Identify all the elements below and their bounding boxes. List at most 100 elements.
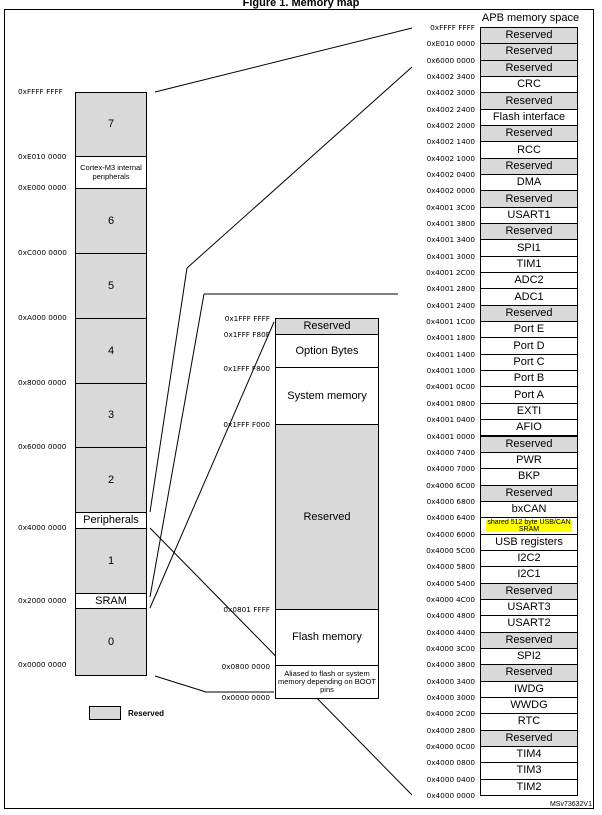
apb-region: BKP (480, 468, 578, 486)
apb-region: Reserved (480, 582, 578, 600)
apb-address: 0x4001 1000 (426, 366, 475, 376)
left-address: 0x0000 0000 (18, 660, 67, 669)
apb-address: 0x4001 3000 (426, 251, 475, 261)
apb-region: USART2 (480, 615, 578, 633)
apb-region: Port E (480, 321, 578, 339)
apb-address: 0x4000 4400 (426, 627, 475, 637)
apb-address: 0x4000 6000 (426, 529, 475, 539)
apb-region: WWDG (480, 696, 578, 715)
region-0: 0 (75, 608, 147, 676)
apb-address: 0x4002 2400 (426, 104, 475, 114)
apb-address: 0x4000 7000 (426, 464, 475, 474)
middle-address: 0x0801 FFFF (223, 605, 270, 614)
apb-region: Reserved (480, 59, 578, 77)
region-flash-memory: Flash memory (275, 609, 379, 666)
region-aliased: Aliased to flash or system memory depend… (275, 665, 379, 699)
middle-address: 0x1FFF FFFF (224, 314, 270, 323)
apb-region: USB registers (480, 533, 578, 551)
apb-region: CRC (480, 76, 578, 94)
apb-address: 0x4000 2C00 (426, 709, 475, 719)
left-address: 0x6000 0000 (18, 442, 67, 451)
apb-region: SPI1 (480, 239, 578, 257)
apb-address: 0x4000 3400 (426, 676, 475, 686)
apb-address: 0xE010 0000 (426, 39, 475, 49)
apb-address: 0x4000 5C00 (426, 545, 475, 555)
apb-region: Reserved (480, 729, 578, 747)
region-7: 7 (75, 92, 147, 157)
apb-address: 0x4001 2400 (426, 300, 475, 310)
apb-region: Port D (480, 337, 578, 355)
apb-region: SPI2 (480, 647, 578, 666)
apb-region: Reserved (480, 664, 578, 682)
apb-address: 0x4001 3800 (426, 219, 475, 229)
apb-address: 0x4000 5800 (426, 562, 475, 572)
apb-region-usb-can-sram: shared 512 byte USB/CAN SRAM (480, 517, 578, 535)
apb-region: USART3 (480, 598, 578, 617)
apb-region: Flash interface (480, 108, 578, 127)
apb-region: RTC (480, 713, 578, 731)
apb-address: 0x4000 6800 (426, 496, 475, 506)
region-4: 4 (75, 318, 147, 384)
left-address: 0x2000 0000 (18, 596, 67, 605)
left-address: 0xE000 0000 (18, 183, 67, 192)
apb-region: Reserved (480, 92, 578, 110)
apb-region: Reserved (480, 631, 578, 649)
apb-region: TIM3 (480, 762, 578, 780)
apb-address: 0x4001 0C00 (426, 382, 475, 392)
apb-address: 0x4000 4800 (426, 611, 475, 621)
apb-address: 0x4001 0800 (426, 398, 475, 408)
middle-address: 0x0800 0000 (221, 662, 270, 671)
left-address: 0x4000 0000 (18, 523, 67, 532)
region-6: 6 (75, 188, 147, 254)
apb-address: 0x4001 0400 (426, 415, 475, 425)
apb-address: 0x4000 3C00 (426, 643, 475, 653)
apb-region: I2C2 (480, 549, 578, 568)
region-system-memory: System memory (275, 367, 379, 425)
figure-title: Figure 1. Memory map (242, 0, 360, 9)
apb-region: TIM4 (480, 745, 578, 764)
apb-region: Port B (480, 370, 578, 388)
apb-address: 0x4000 7400 (426, 447, 475, 457)
left-address: 0x8000 0000 (18, 378, 67, 387)
apb-address: 0x4001 2C00 (426, 268, 475, 278)
region-3: 3 (75, 383, 147, 448)
apb-address: 0x4001 3C00 (426, 202, 475, 212)
apb-title: APB memory space (481, 12, 580, 24)
region-peripherals: Peripherals (75, 512, 147, 529)
apb-region: EXTI (480, 402, 578, 421)
apb-address: 0x4001 1C00 (426, 317, 475, 327)
left-address: 0xC000 0000 (18, 248, 67, 257)
apb-address: 0x4002 3400 (426, 72, 475, 82)
apb-region: PWR (480, 451, 578, 470)
apb-region: Reserved (480, 190, 578, 208)
middle-address: 0x1FFF F800 (223, 364, 270, 373)
apb-address: 0x4000 0400 (426, 774, 475, 784)
apb-region: DMA (480, 174, 578, 192)
apb-address: 0x6000 0000 (426, 55, 475, 65)
apb-address: 0x4001 0000 (426, 431, 475, 441)
apb-region: IWDG (480, 680, 578, 698)
apb-address: 0x4002 0400 (426, 170, 475, 180)
apb-address: 0x4002 1400 (426, 137, 475, 147)
apb-address: 0x4000 6C00 (426, 480, 475, 490)
apb-region: AFIO (480, 419, 578, 437)
apb-address: 0x4000 4C00 (426, 594, 475, 604)
figure-frame (4, 9, 594, 809)
middle-address: 0x1FFF F000 (223, 420, 270, 429)
apb-address: 0x4002 3000 (426, 88, 475, 98)
apb-region: Reserved (480, 43, 578, 61)
apb-address: 0x4000 2800 (426, 725, 475, 735)
region-2: 2 (75, 447, 147, 513)
apb-region: Reserved (480, 223, 578, 241)
figure-watermark: MSv73632V1 (549, 801, 592, 808)
region-cortex-m3-peripherals: Cortex-M3 internal peripherals (75, 156, 147, 189)
apb-address: 0x4000 0800 (426, 758, 475, 768)
apb-region: RCC (480, 141, 578, 159)
apb-address: 0x4001 2800 (426, 284, 475, 294)
region-reserved-middle: Reserved (275, 424, 379, 610)
apb-address: 0x4001 1400 (426, 349, 475, 359)
apb-address: 0x4002 0000 (426, 186, 475, 196)
apb-region: Reserved (480, 125, 578, 143)
apb-region: bxCAN (480, 500, 578, 519)
apb-region-label: shared 512 byte USB/CAN SRAM (486, 518, 572, 533)
